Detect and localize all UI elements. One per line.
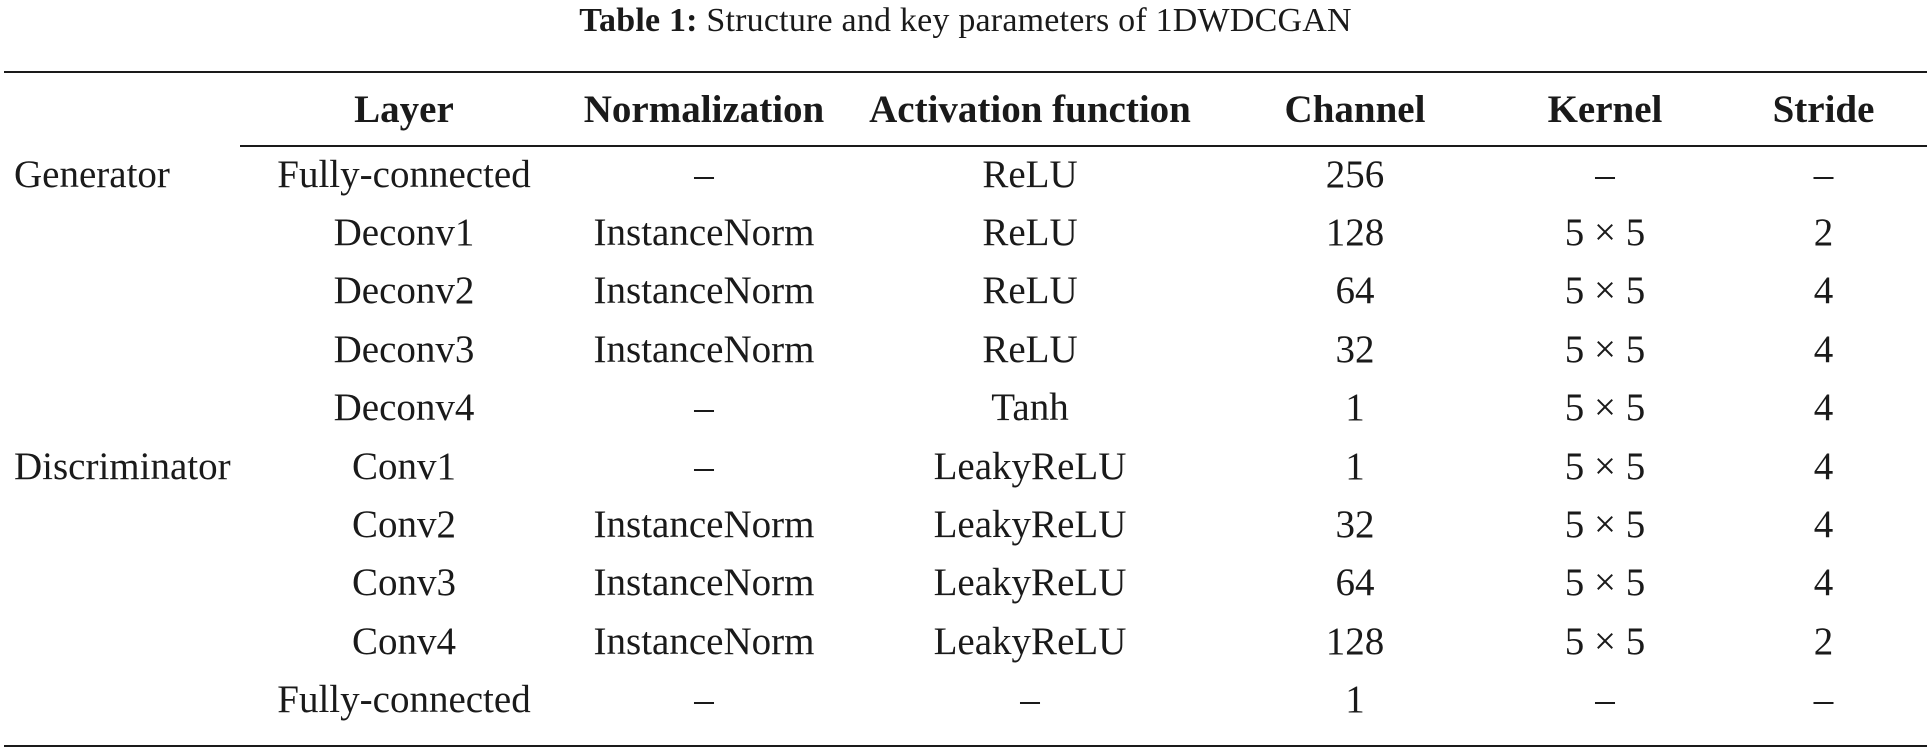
channel-cell: 32: [1335, 327, 1375, 371]
kernel-cell: 5 × 5: [1564, 327, 1646, 371]
layer-cell: Fully-connected: [277, 678, 531, 722]
activation-cell: ReLU: [982, 327, 1078, 371]
activation-cell: ReLU: [982, 152, 1078, 196]
stride-cell: 4: [1813, 444, 1834, 488]
channel-cell: 64: [1335, 269, 1375, 313]
group-cell: [4, 495, 240, 553]
stride-cell: 4: [1813, 561, 1834, 605]
header-rule: [240, 145, 1927, 147]
kernel-cell: 5 × 5: [1564, 444, 1646, 488]
channel-cell: 1: [1345, 444, 1365, 488]
table-caption: Table 1: Structure and key parameters of…: [0, 2, 1931, 40]
group-cell: [4, 612, 240, 670]
normalization-cell: InstanceNorm: [593, 269, 815, 313]
channel-cell: 64: [1335, 561, 1375, 605]
stride-cell: 2: [1813, 211, 1834, 255]
layer-cell: Conv2: [351, 503, 456, 547]
caption-label: Table 1:: [579, 2, 698, 39]
activation-cell: Tanh: [991, 386, 1069, 430]
layer-cell: Conv3: [351, 561, 456, 605]
group-cell: [4, 671, 240, 729]
table-row: Deconv1 InstanceNorm ReLU 128 5 × 5 2: [4, 203, 1927, 261]
stride-cell: –: [1813, 152, 1834, 196]
layer-cell: Deconv3: [333, 327, 475, 371]
table-row: Discriminator Conv1 – LeakyReLU 1 5 × 5 …: [4, 437, 1927, 495]
table-row: Deconv3 InstanceNorm ReLU 32 5 × 5 4: [4, 320, 1927, 378]
kernel-cell: 5 × 5: [1564, 269, 1646, 313]
header-stride: Stride: [1772, 88, 1875, 131]
normalization-cell: InstanceNorm: [593, 327, 815, 371]
table-row: Generator Fully-connected – ReLU 256 – –: [4, 145, 1927, 203]
group-cell: [4, 320, 240, 378]
kernel-cell: 5 × 5: [1564, 211, 1646, 255]
group-cell: [4, 262, 240, 320]
top-rule: [4, 71, 1927, 73]
group-cell: [4, 379, 240, 437]
layer-cell: Deconv4: [333, 386, 475, 430]
activation-cell: LeakyReLU: [933, 619, 1127, 663]
header-layer: Layer: [354, 88, 454, 131]
kernel-cell: 5 × 5: [1564, 561, 1646, 605]
channel-cell: 256: [1325, 152, 1385, 196]
group-cell: Discriminator: [14, 444, 231, 488]
normalization-cell: –: [694, 152, 714, 196]
channel-cell: 128: [1325, 211, 1385, 255]
table-row: Conv2 InstanceNorm LeakyReLU 32 5 × 5 4: [4, 495, 1927, 553]
kernel-cell: 5 × 5: [1564, 386, 1646, 430]
header-group: [4, 74, 240, 145]
normalization-cell: –: [694, 444, 714, 488]
kernel-cell: 5 × 5: [1564, 503, 1646, 547]
normalization-cell: –: [694, 386, 714, 430]
channel-cell: 32: [1335, 503, 1375, 547]
header-kernel: Kernel: [1547, 88, 1663, 131]
activation-cell: LeakyReLU: [933, 561, 1127, 605]
stride-cell: 4: [1813, 269, 1834, 313]
kernel-cell: –: [1595, 678, 1615, 722]
header-activation-function: Activation function: [869, 88, 1191, 131]
bottom-rule: [4, 745, 1927, 747]
layer-cell: Conv4: [351, 619, 456, 663]
normalization-cell: InstanceNorm: [593, 619, 815, 663]
normalization-cell: InstanceNorm: [593, 503, 815, 547]
header-channel: Channel: [1284, 88, 1426, 131]
layer-cell: Conv1: [351, 444, 456, 488]
normalization-cell: InstanceNorm: [593, 561, 815, 605]
group-cell: [4, 554, 240, 612]
activation-cell: ReLU: [982, 269, 1078, 313]
layer-cell: Deconv1: [333, 211, 475, 255]
normalization-cell: –: [694, 678, 714, 722]
channel-cell: 128: [1325, 619, 1385, 663]
channel-cell: 1: [1345, 386, 1365, 430]
table-row: Deconv4 – Tanh 1 5 × 5 4: [4, 379, 1927, 437]
normalization-cell: InstanceNorm: [593, 211, 815, 255]
activation-cell: LeakyReLU: [933, 503, 1127, 547]
activation-cell: ReLU: [982, 211, 1078, 255]
channel-cell: 1: [1345, 678, 1365, 722]
group-cell: [4, 203, 240, 261]
caption-text: Structure and key parameters of 1DWDCGAN: [706, 2, 1352, 39]
group-cell: Generator: [14, 152, 170, 196]
layer-cell: Deconv2: [333, 269, 475, 313]
stride-cell: –: [1813, 678, 1834, 722]
table-row: Conv3 InstanceNorm LeakyReLU 64 5 × 5 4: [4, 554, 1927, 612]
kernel-cell: 5 × 5: [1564, 619, 1646, 663]
activation-cell: LeakyReLU: [933, 444, 1127, 488]
stride-cell: 2: [1813, 619, 1834, 663]
parameters-table: Layer Normalization Activation function …: [4, 74, 1927, 729]
table-row: Conv4 InstanceNorm LeakyReLU 128 5 × 5 2: [4, 612, 1927, 670]
layer-cell: Fully-connected: [277, 152, 531, 196]
activation-cell: –: [1020, 678, 1040, 722]
stride-cell: 4: [1813, 503, 1834, 547]
stride-cell: 4: [1813, 327, 1834, 371]
table-header-row: Layer Normalization Activation function …: [4, 74, 1927, 145]
table-row: Deconv2 InstanceNorm ReLU 64 5 × 5 4: [4, 262, 1927, 320]
stride-cell: 4: [1813, 386, 1834, 430]
header-normalization: Normalization: [583, 88, 825, 131]
kernel-cell: –: [1595, 152, 1615, 196]
table-row: Fully-connected – – 1 – –: [4, 671, 1927, 729]
